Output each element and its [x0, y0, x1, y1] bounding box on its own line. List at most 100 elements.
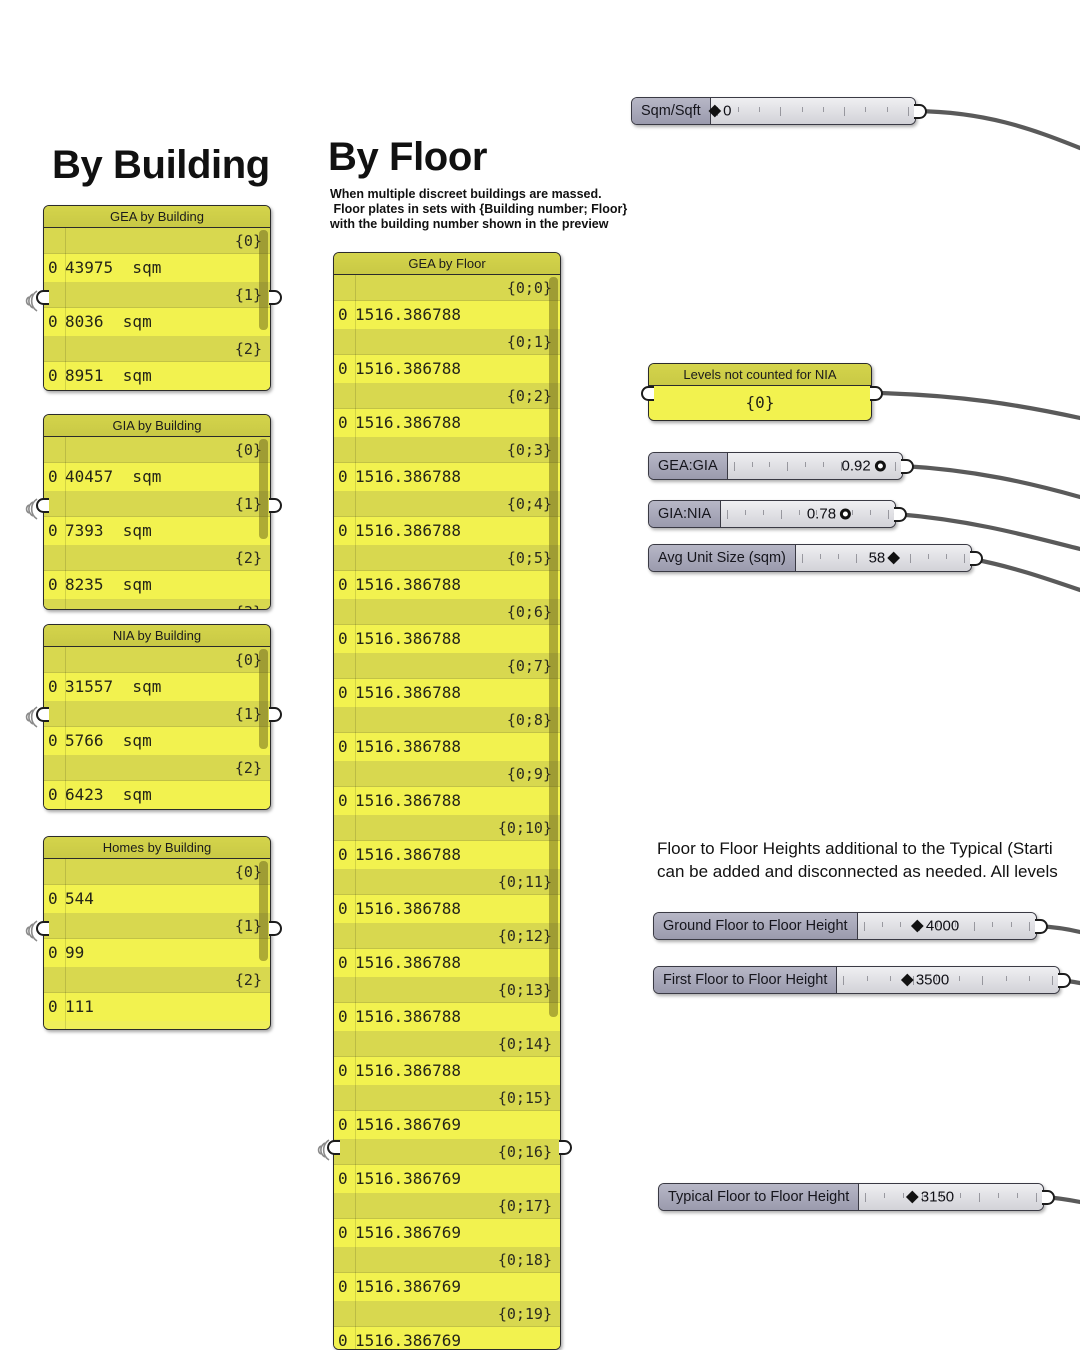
slider-track[interactable]: 0.92 [727, 453, 902, 479]
tick-marks [727, 510, 889, 519]
row-index: 0 [338, 629, 348, 648]
output-port[interactable] [269, 921, 282, 936]
tick-marks [733, 462, 896, 471]
output-port[interactable] [870, 386, 883, 401]
input-port[interactable] [36, 290, 49, 305]
slider-handle[interactable]: 0 [708, 103, 732, 120]
page-title-by-building: By Building [52, 143, 270, 187]
row-index: 0 [338, 1277, 348, 1296]
input-port[interactable] [36, 707, 49, 722]
row-index: 0 [338, 683, 348, 702]
output-port[interactable] [269, 290, 282, 305]
slider-label: Sqm/Sqft [632, 98, 711, 124]
slider-handle[interactable]: 3150 [905, 1189, 954, 1206]
data-path-label: {0;4} [334, 491, 560, 517]
slider-gea-gia[interactable]: GEA:GIA 0.92 [648, 452, 903, 480]
scrollbar-thumb[interactable] [259, 230, 268, 330]
slider-track[interactable]: 0 [708, 98, 915, 124]
output-port[interactable] [914, 104, 927, 119]
row-index: 0 [48, 943, 58, 962]
input-port[interactable] [36, 921, 49, 936]
row-index: 0 [338, 413, 348, 432]
floor-height-description: Floor to Floor Heights additional to the… [657, 839, 1058, 881]
slider-value: 0.92 [841, 457, 871, 475]
input-port[interactable] [641, 386, 654, 401]
output-port[interactable] [901, 459, 914, 474]
data-path-label: {0;13} [334, 977, 560, 1003]
circle-handle-icon [840, 508, 852, 520]
slider-avg-unit-size[interactable]: Avg Unit Size (sqm) 58 [648, 544, 972, 572]
panel-levels-not-counted-for-nia[interactable]: Levels not counted for NIA {0} [648, 363, 872, 421]
scrollbar-thumb[interactable] [549, 277, 558, 1017]
row-index: 0 [48, 575, 58, 594]
data-path-label: {0;17} [334, 1193, 560, 1219]
slider-handle[interactable]: 3500 [900, 972, 949, 989]
output-port[interactable] [559, 1140, 572, 1155]
data-path-label: {2} [44, 336, 270, 362]
slider-track[interactable]: 0.78 [721, 501, 895, 527]
slider-sqm-sqft[interactable]: Sqm/Sqft 0 [631, 97, 916, 125]
scrollbar-thumb[interactable] [259, 439, 268, 539]
data-path-label: {0;8} [334, 707, 560, 733]
slider-gia-nia[interactable]: GIA:NIA 0.78 [648, 500, 896, 528]
row-value: 1516.386769 [355, 1115, 461, 1134]
slider-track[interactable]: 3500 [837, 967, 1059, 993]
data-path-label: {0;6} [334, 599, 560, 625]
output-port[interactable] [269, 498, 282, 513]
slider-handle[interactable]: 4000 [911, 917, 960, 935]
scrollbar-thumb[interactable] [259, 861, 268, 961]
row-index: 0 [338, 521, 348, 540]
slider-handle[interactable]: 58 [869, 550, 901, 567]
slider-first-floor-to-floor-height[interactable]: First Floor to Floor Height 3500 [653, 966, 1060, 994]
output-port[interactable] [1042, 1190, 1055, 1205]
row-value: 1516.386788 [355, 1061, 461, 1080]
slider-label: First Floor to Floor Height [654, 967, 838, 993]
input-port[interactable] [327, 1140, 340, 1155]
row-value: 1516.386788 [355, 575, 461, 594]
row-index: 0 [338, 1223, 348, 1242]
slider-track[interactable]: 3150 [859, 1184, 1043, 1210]
data-path-label: {0} [44, 647, 270, 673]
slider-value: 4000 [925, 917, 960, 935]
tick-marks [865, 1193, 1037, 1202]
slider-handle[interactable]: 0.78 [807, 506, 852, 523]
data-path-label: {0;7} [334, 653, 560, 679]
slider-track[interactable]: 58 [795, 545, 971, 571]
row-index: 0 [338, 791, 348, 810]
row-value: 111 [65, 997, 94, 1016]
slider-track[interactable]: 4000 [857, 913, 1036, 939]
row-index: 0 [48, 997, 58, 1016]
data-path-label: {0;10} [334, 815, 560, 841]
output-port[interactable] [1035, 919, 1048, 934]
slider-ground-floor-to-floor-height[interactable]: Ground Floor to Floor Height 4000 [653, 912, 1037, 940]
diamond-handle-icon [708, 104, 722, 118]
data-path-label: {0;15} [334, 1085, 560, 1111]
data-path-label: {3} [44, 599, 270, 609]
output-port[interactable] [970, 551, 983, 566]
slider-label: Ground Floor to Floor Height [654, 913, 858, 939]
output-port[interactable] [894, 507, 907, 522]
output-port[interactable] [1058, 973, 1071, 988]
panel-title: NIA by Building [44, 625, 270, 647]
slider-handle[interactable]: 0.92 [842, 458, 886, 475]
output-port[interactable] [269, 707, 282, 722]
input-port[interactable] [36, 498, 49, 513]
row-index: 0 [48, 467, 58, 486]
scrollbar-thumb[interactable] [259, 649, 268, 749]
slider-typical-floor-to-floor-height[interactable]: Typical Floor to Floor Height 3150 [658, 1183, 1044, 1211]
data-path-label: {0} [44, 437, 270, 463]
